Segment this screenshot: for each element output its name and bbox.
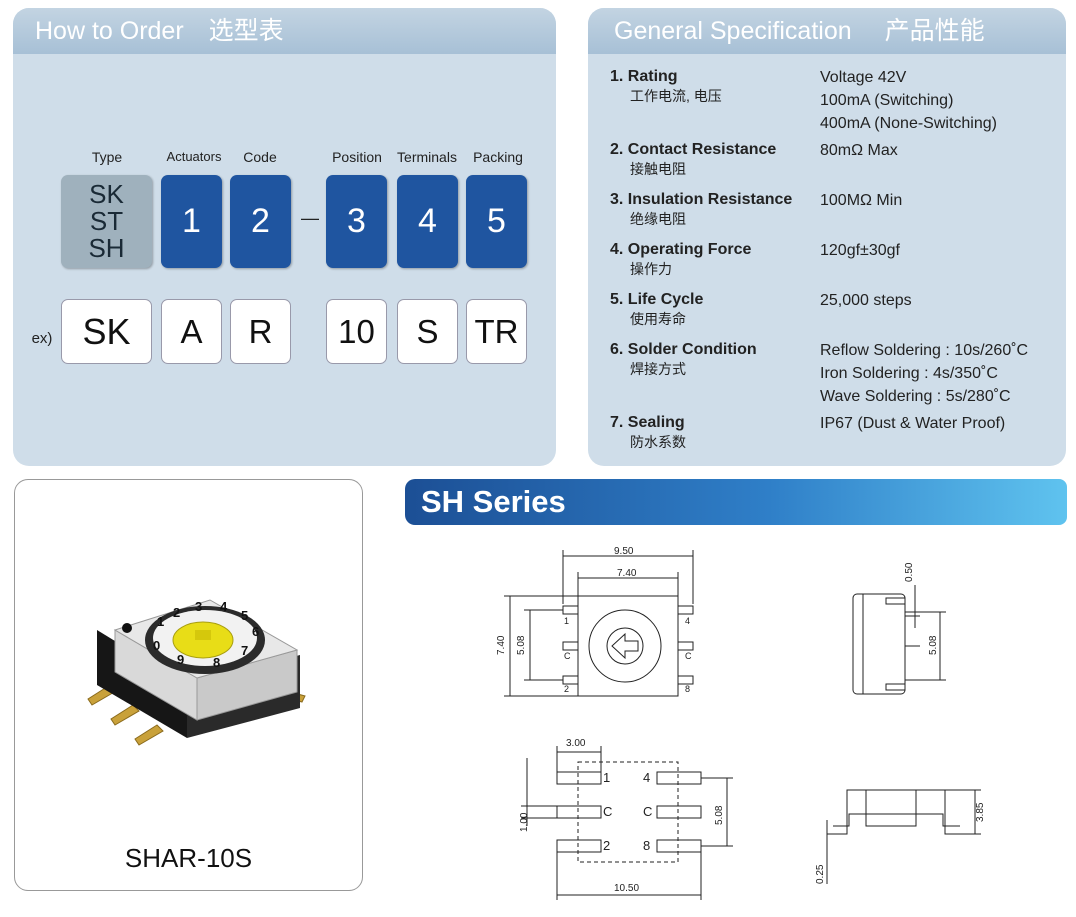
- label-code: Code: [243, 149, 277, 165]
- dim-7-40-top: 7.40: [617, 568, 637, 579]
- dial-digit-6: 6: [252, 624, 259, 639]
- dim-10-50: 10.50: [614, 883, 639, 894]
- pin-2: 2: [564, 684, 569, 694]
- spec-item-operating-force: 4. Operating Force 操作力: [610, 241, 752, 277]
- label-type: Type: [91, 149, 123, 165]
- dial-digit-7: 7: [241, 643, 248, 658]
- dial-digit-9: 9: [177, 652, 184, 667]
- dim-5-08-pad: 5.08: [714, 805, 725, 825]
- code-box-3: 3: [326, 175, 387, 268]
- spec-item-insulation-resistance: 3. Insulation Resistance 绝缘电阻: [610, 191, 793, 227]
- example-terminals: S: [397, 299, 458, 364]
- example-packing: TR: [466, 299, 527, 364]
- spec-item-contact-resistance: 2. Contact Resistance 接触电阻: [610, 141, 777, 177]
- dim-5-08-top: 5.08: [516, 635, 527, 655]
- example-position: 10: [326, 299, 387, 364]
- label-position: Position: [332, 149, 382, 165]
- product-name: SHAR-10S: [124, 843, 253, 873]
- code-box-2: 2: [230, 175, 291, 268]
- dim-1-00: 1.00: [519, 812, 530, 832]
- general-specification-header: General Specification 产品性能: [588, 8, 1066, 54]
- spec-value-contact-resistance: 80mΩ Max: [820, 142, 898, 159]
- dim-0-25: 0.25: [815, 864, 826, 884]
- dial-digit-3: 3: [195, 599, 202, 614]
- type-st: ST: [89, 206, 124, 236]
- pad-label-2: 2: [603, 838, 610, 853]
- dim-9-50: 9.50: [614, 546, 634, 557]
- dim-3-00: 3.00: [566, 738, 586, 749]
- dim-5-08-side: 5.08: [928, 635, 939, 655]
- spec-title-cn: 产品性能: [884, 17, 985, 45]
- spec-item-solder-condition: 6. Solder Condition 焊接方式: [610, 341, 757, 377]
- dial-digit-2: 2: [173, 605, 180, 620]
- pin-4: 4: [685, 616, 690, 626]
- dial-digit-1: 1: [157, 614, 164, 629]
- pin-c-right: C: [685, 651, 692, 661]
- how-to-order-title-cn: 选型表: [208, 17, 284, 45]
- product-photo-image: 1 2 3 4 5 6 7 8 9 0: [87, 599, 306, 746]
- dial-digit-0: 0: [153, 638, 160, 653]
- dim-7-40-side: 7.40: [496, 635, 507, 655]
- pad-label-c-right: C: [643, 804, 652, 819]
- spec-item-rating: 1. Rating 工作电流, 电压: [610, 68, 722, 104]
- general-specification-panel: General Specification 产品性能 1. Rating 工作电…: [588, 8, 1066, 466]
- label-terminals: Terminals: [397, 149, 457, 165]
- spec-item-sealing: 7. Sealing 防水系数: [610, 414, 686, 450]
- code-box-5: 5: [466, 175, 527, 268]
- type-code-box: SK ST SH: [61, 175, 152, 268]
- spec-value-sealing: IP67 (Dust & Water Proof): [820, 415, 1006, 432]
- type-sh: SH: [88, 233, 125, 263]
- pad-label-8: 8: [643, 838, 650, 853]
- how-to-order-title: How to Order: [35, 17, 184, 45]
- example-label: ex): [31, 330, 53, 347]
- pin-1: 1: [564, 616, 569, 626]
- spec-value-insulation-resistance: 100MΩ Min: [820, 192, 903, 209]
- pin-c-left: C: [564, 651, 571, 661]
- spec-title: General Specification: [614, 17, 852, 45]
- spec-item-life-cycle: 5. Life Cycle 使用寿命: [610, 291, 704, 327]
- dial-digit-4: 4: [220, 599, 228, 614]
- pad-label-4: 4: [643, 770, 650, 785]
- how-to-order-header: How to Order 选型表: [13, 8, 556, 54]
- spec-value-life-cycle: 25,000 steps: [820, 292, 912, 309]
- spec-value-operating-force: 120gf±30gf: [820, 242, 900, 259]
- example-type: SK: [61, 299, 152, 364]
- dim-3-85: 3.85: [975, 802, 986, 822]
- sh-series-title: SH Series: [405, 479, 1067, 525]
- product-photo-box: 1 2 3 4 5 6 7 8 9 0 SHAR-10S: [14, 479, 363, 891]
- code-dash: —: [301, 208, 319, 228]
- pad-label-c-left: C: [603, 804, 612, 819]
- code-box-4: 4: [397, 175, 458, 268]
- type-sk: SK: [89, 179, 124, 209]
- dial-digit-8: 8: [213, 655, 220, 670]
- dim-0-50: 0.50: [904, 562, 915, 582]
- how-to-order-panel: How to Order 选型表 Type Actuators Code Pos…: [13, 8, 556, 466]
- pad-label-1: 1: [603, 770, 610, 785]
- example-actuator: A: [161, 299, 222, 364]
- dial-digit-5: 5: [241, 608, 248, 623]
- example-code: R: [230, 299, 291, 364]
- pin-8: 8: [685, 684, 690, 694]
- code-box-1: 1: [161, 175, 222, 268]
- label-packing: Packing: [473, 149, 523, 165]
- label-actuators: Actuators: [166, 149, 222, 164]
